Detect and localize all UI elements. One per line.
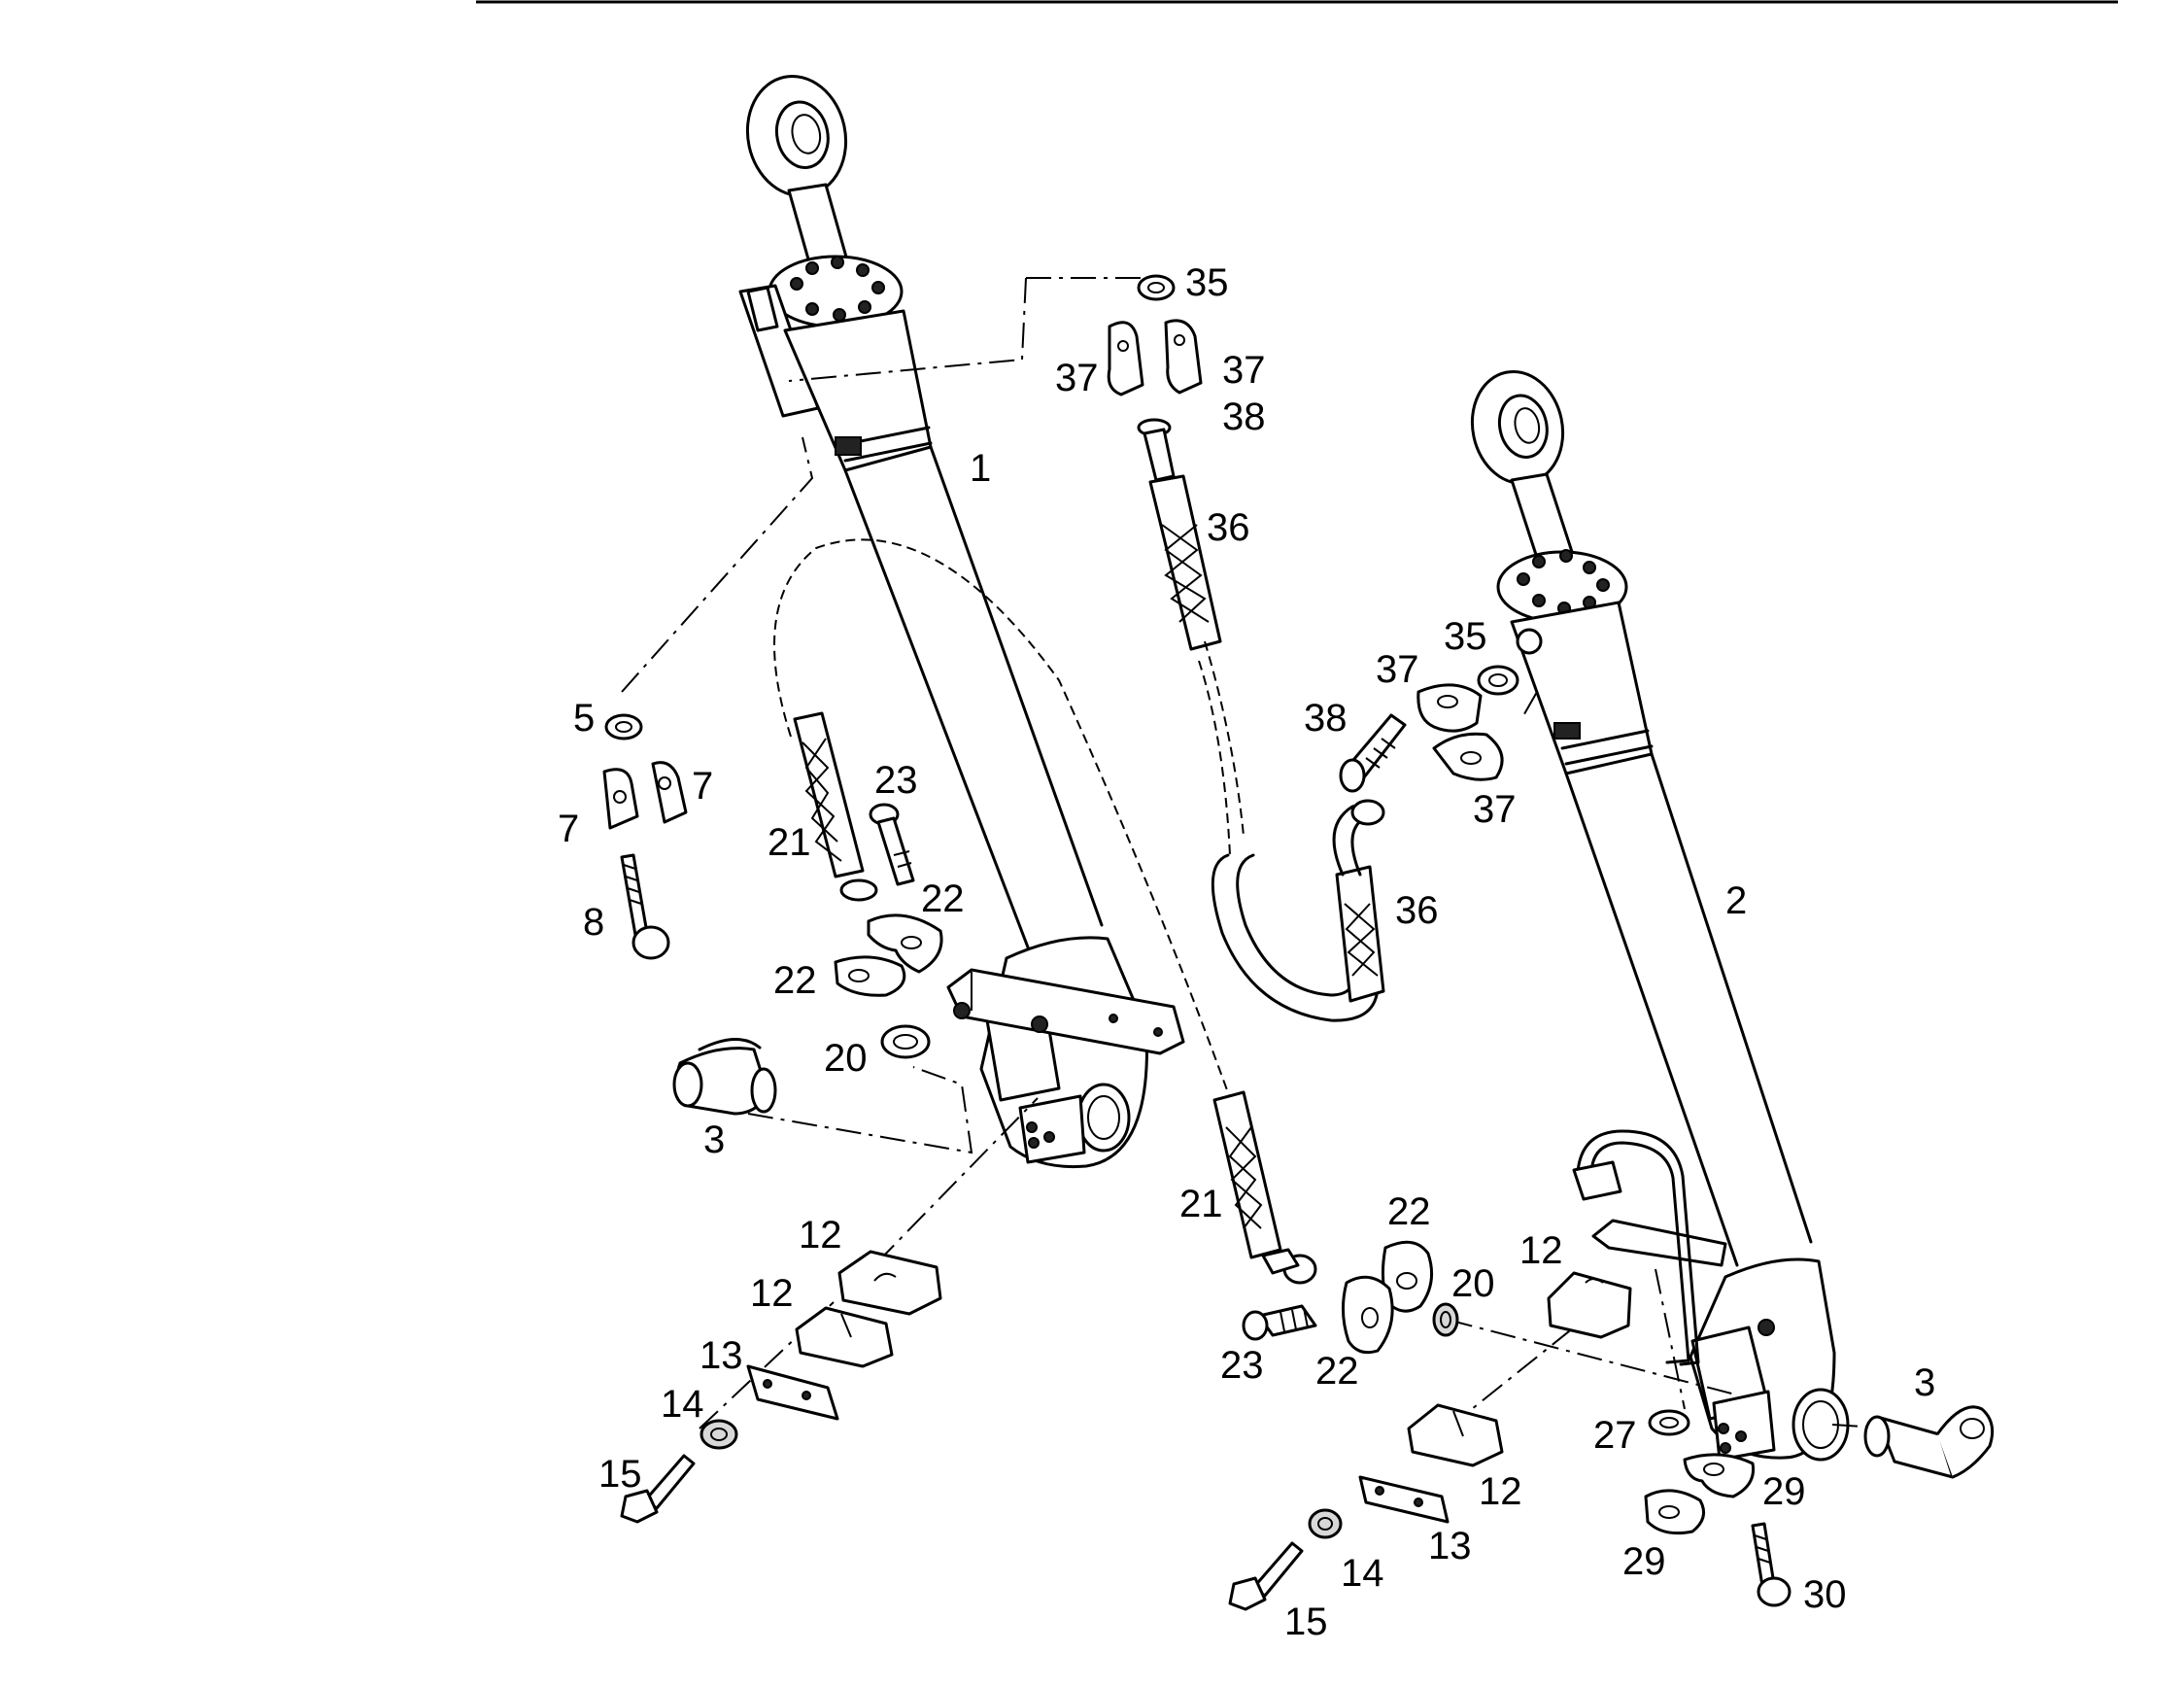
part-35-washer-upper — [1137, 274, 1176, 301]
barrel-right-edge-1 — [929, 445, 1104, 927]
callout-12-a: 12 — [799, 1214, 842, 1257]
callout-labels: 1 2 3 3 5 7 7 8 12 12 12 12 13 13 14 14 … — [558, 261, 1935, 1643]
part-37-clamp-right-b — [1432, 732, 1504, 781]
barrel-collar-2 — [1510, 601, 1654, 775]
callout-14-left: 14 — [661, 1383, 704, 1426]
callout-3-right: 3 — [1914, 1361, 1935, 1404]
part-29-clamp-a — [1683, 1453, 1756, 1498]
barrel-left-edge-2 — [1564, 772, 1739, 1267]
callout-21-upper: 21 — [768, 821, 811, 864]
callout-1: 1 — [970, 447, 991, 490]
hose-21-lower — [1212, 1090, 1317, 1285]
part-20-washer-lower — [1432, 1302, 1459, 1337]
callout-36-lower: 36 — [1395, 889, 1439, 932]
callout-22-b: 22 — [773, 959, 817, 1002]
callout-35-right: 35 — [1444, 615, 1487, 658]
part-12-block-c — [1547, 1271, 1632, 1339]
rod-eye-2 — [1470, 369, 1565, 486]
callout-13-right: 13 — [1428, 1525, 1472, 1567]
callout-22-a: 22 — [921, 878, 965, 920]
hose-36-lower-loop — [1211, 799, 1385, 1022]
part-22-clamp-upper-a — [867, 913, 943, 974]
callout-5: 5 — [573, 697, 595, 740]
callout-37-c: 37 — [1376, 648, 1419, 691]
part-13-plate-right — [1358, 1475, 1450, 1524]
callout-38-right: 38 — [1304, 697, 1348, 740]
callout-3-left: 3 — [703, 1119, 725, 1161]
callout-7-right: 7 — [692, 765, 713, 808]
barrel-right-edge-2 — [1650, 752, 1813, 1244]
part-8-bolt — [620, 853, 649, 937]
part-12-block-b — [795, 1306, 894, 1368]
callout-8: 8 — [583, 901, 604, 944]
part-22-clamp-upper-b — [834, 955, 906, 997]
cylinder-1 — [738, 74, 1185, 1169]
part-22-clamp-lower-b — [1342, 1275, 1394, 1355]
part-38-bolt-right — [1339, 713, 1407, 793]
rigid-pipe-2 — [1589, 1141, 1690, 1364]
callout-14-right: 14 — [1341, 1552, 1384, 1595]
barrel-left-edge-1 — [843, 468, 1032, 954]
hose-36-upper — [1137, 418, 1245, 837]
part-7-clamp-a — [602, 768, 639, 830]
callout-15-left: 15 — [598, 1453, 642, 1496]
callout-37-d: 37 — [1473, 788, 1517, 831]
callout-30: 30 — [1803, 1573, 1847, 1616]
callout-20-right: 20 — [1451, 1262, 1495, 1305]
part-3-pin-right — [1863, 1405, 1995, 1479]
callout-7-left: 7 — [558, 808, 579, 850]
rod-eye-1 — [745, 74, 848, 198]
part-35-washer-right — [1477, 665, 1519, 696]
callout-12-b: 12 — [750, 1272, 794, 1315]
part-29-clamp-b — [1644, 1489, 1706, 1535]
callout-15-right: 15 — [1284, 1601, 1328, 1643]
part-14-nut-right — [1308, 1508, 1343, 1539]
callout-37-b: 37 — [1222, 349, 1266, 392]
part-5-washer — [604, 713, 643, 740]
hose-21-upper — [793, 711, 878, 902]
part-14-nut-left — [700, 1419, 738, 1450]
callout-36-upper: 36 — [1207, 506, 1250, 549]
part-37-clamp-upper-b — [1164, 319, 1203, 395]
part-15-bolt-left — [620, 1454, 696, 1524]
callout-29-left: 29 — [1622, 1540, 1666, 1583]
cylinder-2 — [1470, 369, 1850, 1462]
callout-22-d: 22 — [1315, 1350, 1359, 1393]
callout-37-a: 37 — [1055, 357, 1099, 399]
callout-29-right: 29 — [1762, 1470, 1806, 1513]
part-7-clamp-b — [651, 761, 688, 824]
callout-22-c: 22 — [1387, 1190, 1431, 1233]
part-30-bolt — [1751, 1522, 1792, 1607]
part-37-clamp-upper-a — [1107, 321, 1144, 396]
part-12-block-a — [837, 1250, 942, 1316]
callout-35-upper: 35 — [1185, 261, 1229, 304]
part-27-washer — [1648, 1409, 1690, 1436]
part-3-pin-left — [672, 1038, 777, 1116]
callout-12-d: 12 — [1479, 1470, 1522, 1513]
support-bracket-2 — [1591, 1219, 1727, 1267]
gland-bolts-1 — [790, 256, 885, 322]
part-12-block-d — [1407, 1403, 1504, 1467]
callout-2: 2 — [1725, 879, 1747, 922]
part-23-bolt-lower — [1242, 1304, 1317, 1341]
part-15-bolt-right — [1228, 1541, 1304, 1611]
part-13-plate-left — [746, 1364, 839, 1421]
callout-12-c: 12 — [1519, 1229, 1563, 1272]
callout-21-lower: 21 — [1179, 1183, 1223, 1225]
part-20-washer-upper — [880, 1024, 931, 1059]
callout-20-left: 20 — [824, 1037, 868, 1080]
hose-routing-dashed — [773, 538, 1231, 1099]
callout-23-lower: 23 — [1220, 1344, 1264, 1387]
callout-27: 27 — [1593, 1414, 1637, 1457]
callout-13-left: 13 — [700, 1334, 743, 1377]
callout-23-upper: 23 — [874, 759, 918, 802]
callout-38-upper: 38 — [1222, 396, 1266, 438]
